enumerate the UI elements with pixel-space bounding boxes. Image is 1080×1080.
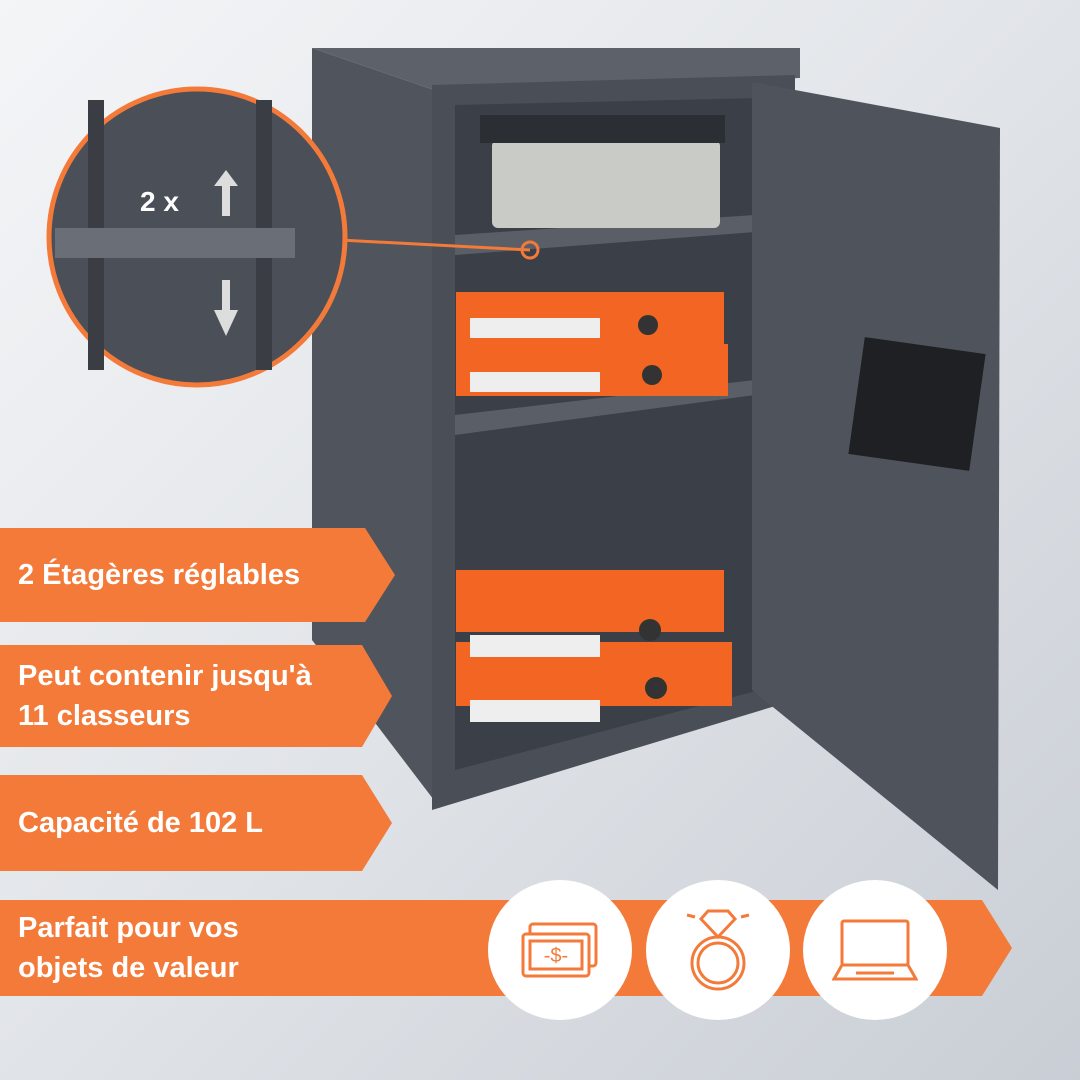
feature-banner-capacity: Capacité de 102 L xyxy=(0,775,392,871)
safe-door[interactable] xyxy=(752,82,1000,890)
lock-mechanism xyxy=(848,337,986,471)
feature-text: Parfait pour vos xyxy=(18,912,239,944)
binders xyxy=(456,292,732,722)
feature-banner-shelves: 2 Étagères réglables xyxy=(0,528,395,622)
diamond-ring-icon xyxy=(646,880,790,1020)
feature-text: 11 classeurs xyxy=(18,700,191,732)
arrow-down-icon xyxy=(214,280,238,336)
feature-text: 2 Étagères réglables xyxy=(18,559,301,591)
feature-text: Peut contenir jusqu'à xyxy=(18,660,312,692)
laptop-icon xyxy=(803,880,947,1020)
shelf-count-label: 2 x xyxy=(140,186,179,217)
cash-box xyxy=(492,140,720,228)
feature-banner-binders: Peut contenir jusqu'à 11 classeurs xyxy=(0,645,392,747)
feature-text: Capacité de 102 L xyxy=(18,807,263,839)
laptop-item xyxy=(480,115,725,143)
money-icon: -$- xyxy=(488,880,632,1020)
svg-text:-$-: -$- xyxy=(544,945,568,967)
shelf-detail-inset xyxy=(46,86,348,388)
arrow-up-icon xyxy=(214,170,238,216)
feature-text: objets de valeur xyxy=(18,952,239,984)
